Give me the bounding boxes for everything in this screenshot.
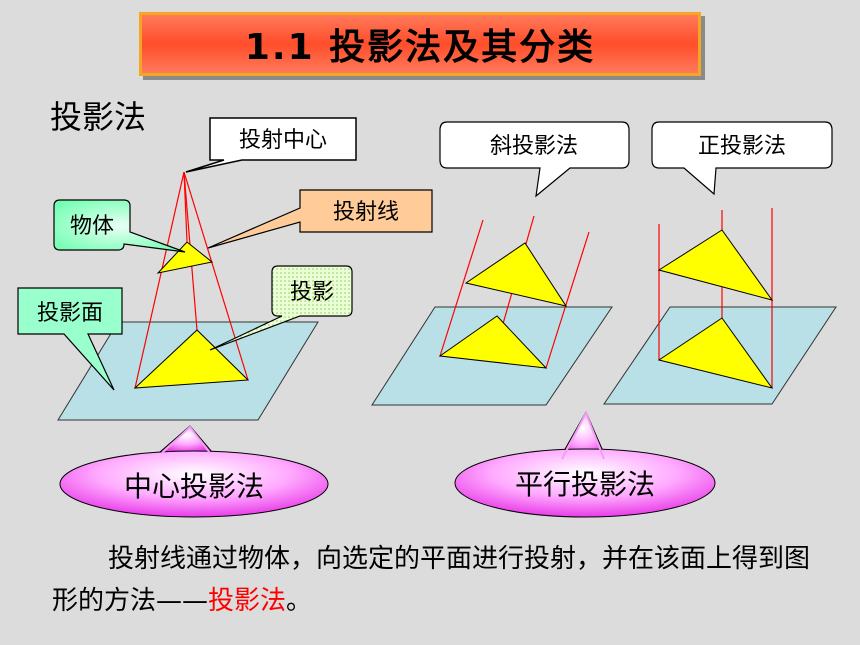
oblique-projection-figure bbox=[371, 215, 613, 406]
section-heading: 投影法 bbox=[50, 98, 147, 136]
callout-center-text: 投射中心 bbox=[239, 128, 327, 153]
orthographic-projection-figure bbox=[603, 208, 837, 405]
definition-paragraph: 投射线通过物体，向选定的平面进行投射，并在该面上得到图形的方法——投影法。 bbox=[52, 538, 832, 622]
callout-projection: 投影 bbox=[209, 265, 353, 351]
ortho-object-triangle bbox=[657, 229, 774, 301]
callout-projection-plane: 投影面 bbox=[17, 287, 123, 391]
callout-center: 投射中心 bbox=[185, 117, 357, 173]
central-projection-figure bbox=[57, 171, 319, 421]
oval-central: 中心投影法 bbox=[59, 425, 329, 518]
callout-oblique: 斜投影法 bbox=[439, 121, 630, 198]
page-title: 1.1 投影法及其分类 bbox=[139, 12, 701, 76]
definition-term: 投影法 bbox=[208, 586, 287, 616]
projection-triangle bbox=[133, 329, 250, 389]
callout-projection-plane-text: 投影面 bbox=[37, 301, 103, 326]
ray-line bbox=[183, 171, 249, 381]
callout-orthographic: 正投影法 bbox=[651, 121, 833, 196]
oblique-object-triangle bbox=[464, 242, 568, 307]
callout-projection-text: 投影 bbox=[290, 280, 334, 305]
oval-parallel-text: 平行投影法 bbox=[515, 468, 655, 501]
definition-end: 。 bbox=[286, 586, 313, 616]
oval-parallel: 平行投影法 bbox=[454, 410, 716, 518]
callout-projection-line-text: 投射线 bbox=[333, 200, 399, 225]
oval-central-text: 中心投影法 bbox=[124, 470, 264, 503]
callout-projection-line: 投射线 bbox=[207, 189, 433, 249]
ortho-projection-triangle bbox=[657, 317, 774, 389]
object-triangle bbox=[156, 241, 214, 274]
oblique-projection-triangle bbox=[438, 315, 548, 369]
callout-object: 物体 bbox=[53, 199, 186, 253]
callout-orthographic-text: 正投影法 bbox=[698, 134, 786, 159]
callout-oblique-text: 斜投影法 bbox=[490, 134, 578, 159]
callout-object-text: 物体 bbox=[70, 214, 114, 239]
ray-line bbox=[134, 171, 185, 389]
definition-text: 投射线通过物体，向选定的平面进行投射，并在该面上得到图形的方法—— bbox=[52, 544, 811, 616]
